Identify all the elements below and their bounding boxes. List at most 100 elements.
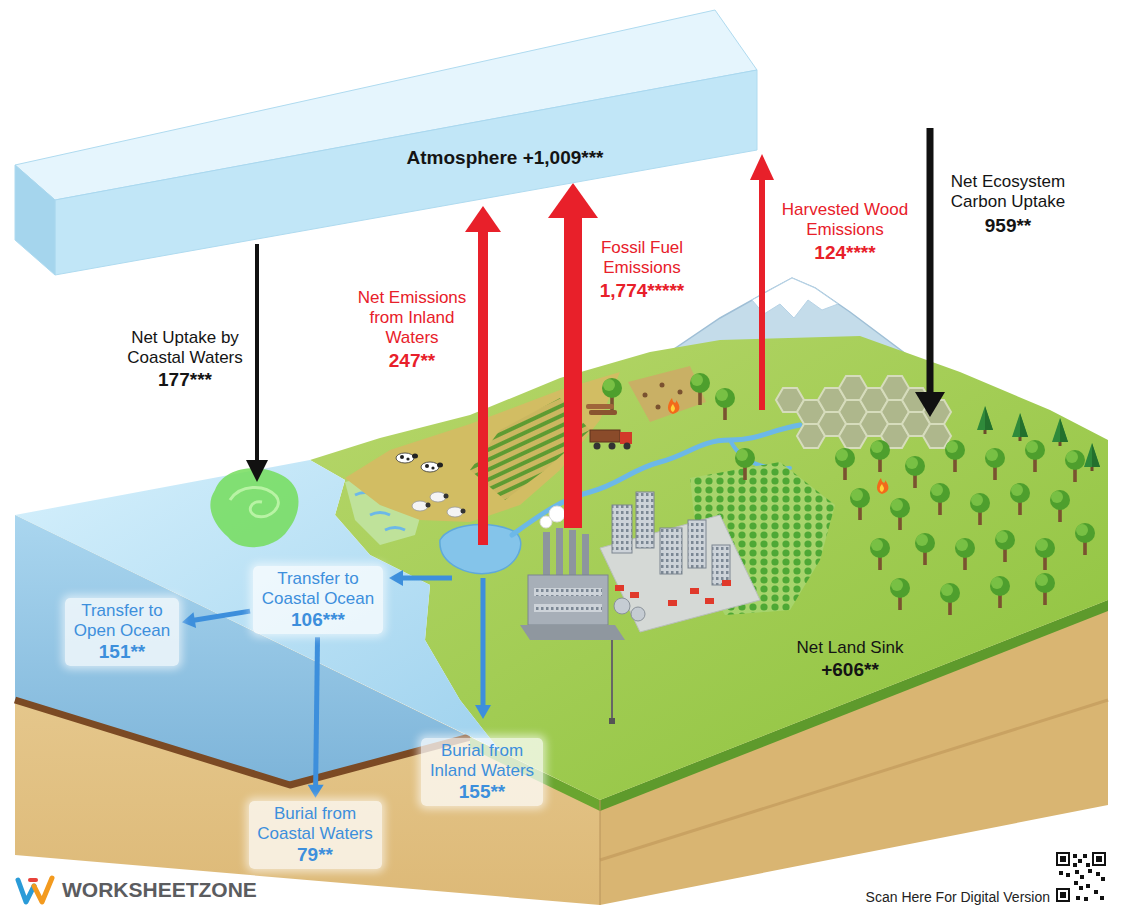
tree [715,388,735,420]
emission-arrow-shaft [478,230,488,545]
flux-label: Net Land Sink [797,638,904,658]
cow [396,453,418,463]
qr-finder [1060,892,1066,898]
flow-arrow-head [182,612,196,628]
emission-arrow-head [750,154,774,180]
qr-module [1078,859,1082,863]
qr-module [1086,863,1090,867]
flux-value: 959** [985,215,1032,237]
house [690,588,699,594]
flow-arrow-shaft [316,637,318,786]
hexagon-field [839,376,867,400]
qr-module [1076,896,1080,900]
city-building [636,492,654,548]
qr-module [1073,863,1077,867]
fire [877,478,888,494]
tree [970,493,990,525]
tree [955,538,975,570]
city-building [712,545,730,585]
qr-finder [1092,852,1106,866]
flux-box: Burial from Coastal Waters79** [249,801,382,870]
flux-value: 155** [429,781,535,803]
flux-box: Transfer to Coastal Ocean106*** [253,566,383,635]
smoke [549,506,565,522]
pine-tree [1084,443,1100,471]
algae-bloom [210,468,298,547]
seabed-band [15,700,470,785]
qr-module [1074,881,1078,885]
qr-finder [1096,856,1102,862]
flux-box: Burial from Inland Waters155** [421,738,543,807]
tree [1035,538,1055,570]
truck-wheel [609,443,616,450]
drill-bit [609,718,615,724]
emission-arrow-head [465,206,501,232]
tree [940,583,960,615]
qr-module [1094,890,1098,894]
uptake-arrow-shaft [255,244,259,462]
qr-module [1079,886,1083,890]
tree [870,440,890,472]
logo-icon [18,880,34,902]
factory-base [520,625,625,640]
sheep [447,507,466,517]
factory-building [528,575,608,625]
tree-stump [678,390,683,395]
pine-tree [1012,413,1028,441]
flux-name: Transfer to Coastal Ocean [261,569,375,609]
qr-module [1088,869,1092,873]
tree [690,373,710,405]
tree [905,456,925,488]
tree [1075,523,1095,555]
tree [995,530,1015,562]
chimney [582,534,589,576]
city-building [660,528,682,574]
log-pile [586,404,614,409]
flux-value: 177*** [158,369,212,391]
qr-code [1056,852,1106,902]
qr-module [1073,854,1077,858]
fire [668,398,679,414]
tree-stump [643,393,648,398]
drill-pipe [611,640,613,720]
flux-label: Net Ecosystem Carbon Uptake [950,172,1066,212]
flux-value: 1,774***** [600,280,685,302]
tree [1025,440,1045,472]
site-logo: WORKSHEETZONE [62,878,257,903]
tree [1050,490,1070,522]
atmosphere-label: Atmosphere +1,009*** [407,147,604,169]
logging-truck-cab [620,432,632,444]
logging-truck-load [590,430,620,442]
tree [915,533,935,565]
flux-name: Transfer to Open Ocean [73,601,171,641]
flux-value: 106*** [261,609,375,631]
chimney [543,532,550,576]
tree [990,576,1010,608]
flux-value: 79** [257,844,374,866]
logo-icon [30,878,36,882]
tree [850,488,870,520]
tree [835,448,855,480]
tree [985,448,1005,480]
qr-finder [1056,852,1070,866]
fuel-tank [614,598,630,614]
qr-module [1084,897,1088,901]
qr-module [1075,870,1079,874]
qr-finder [1060,856,1066,862]
uptake-arrow-shaft [927,128,934,394]
flux-label: Net Emissions from Inland Waters [357,288,467,348]
tree [1010,483,1030,515]
flux-value: 124**** [814,242,875,264]
house [630,592,639,598]
truck-wheel [624,443,631,450]
log-pile [589,410,617,415]
house [705,598,714,604]
scan-note: Scan Here For Digital Version [866,889,1050,906]
pine-tree [1052,418,1068,446]
cleared-land [628,366,706,422]
house [722,580,731,586]
land-surface [310,336,1108,800]
atmosphere-top-face [15,10,757,200]
emission-arrow-shaft [759,178,765,410]
